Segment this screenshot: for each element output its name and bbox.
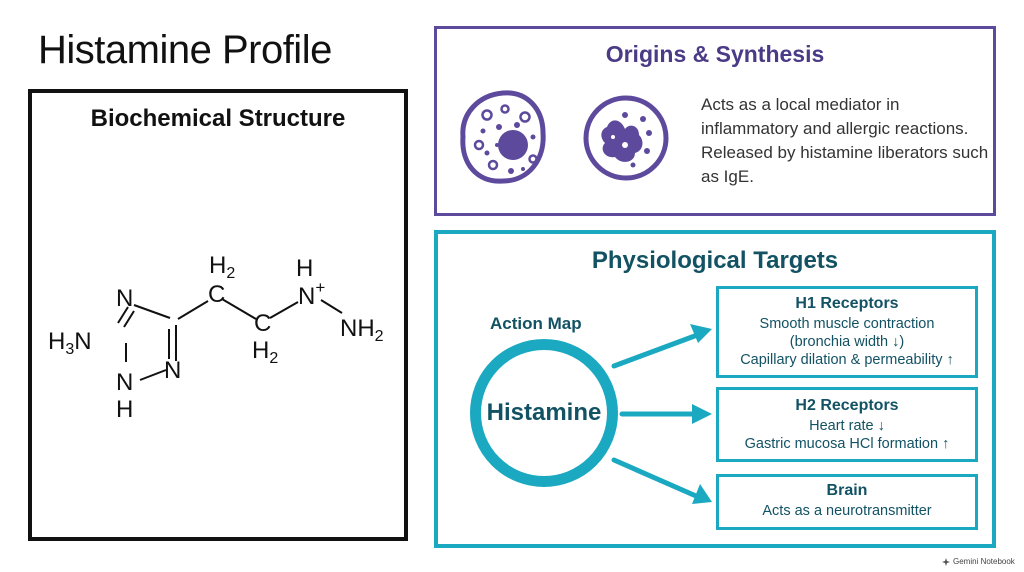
mast-cell-icon [460, 90, 546, 184]
origins-title: Origins & Synthesis [605, 41, 825, 67]
h2-line: Gastric mucosa HCl formation ↑ [744, 436, 950, 452]
brain-box: Brain Acts as a neurotransmitter [716, 474, 978, 530]
h2-line: Heart rate ↓ [809, 418, 885, 434]
arrow-head-h1 [690, 324, 712, 343]
histamine-molecule-diagram: H2 C C H2 H N+ NH2 N H3N N N H [48, 252, 384, 423]
bond-n4-n3 [139, 369, 167, 381]
structure-title: Biochemical Structure [90, 105, 346, 132]
targets-title: Physiological Targets [591, 247, 839, 274]
h2-receptors-box: H2 Receptors Heart rate ↓ Gastric mucosa… [716, 387, 978, 462]
atom-h-top: H [296, 255, 313, 282]
bond-n1-c5 [133, 304, 171, 319]
atom-h2-bottom: H2 [252, 337, 278, 367]
bond-n2-n1-double [123, 310, 135, 328]
atom-n-ring-top: N [116, 285, 133, 312]
brain-line: Acts as a neurotransmitter [762, 503, 932, 519]
arrow-head-brain [692, 484, 712, 504]
page-title: Histamine Profile [38, 28, 332, 72]
atom-nh-n: N [116, 369, 133, 396]
watermark-text: Gemini Notebook [953, 557, 1015, 566]
basophil-icon [583, 95, 669, 181]
atom-h2-top: H2 [209, 252, 235, 282]
atom-c-bottom: C [254, 310, 271, 337]
atom-h3n: H3N [48, 328, 92, 358]
targets-panel: Physiological Targets Action Map Histami… [434, 230, 996, 548]
atom-c-top: C [208, 281, 225, 308]
h1-receptors-title: H1 Receptors [795, 295, 899, 312]
action-arrows [611, 324, 712, 504]
watermark: Gemini Notebook [942, 557, 1015, 566]
h2-receptors-title: H2 Receptors [795, 397, 899, 414]
h1-receptors-box: H1 Receptors Smooth muscle contraction (… [716, 286, 978, 378]
histamine-hub-circle [470, 339, 618, 487]
atom-n-ring-bottom: N [164, 357, 181, 384]
arrow-head-h2 [692, 404, 712, 424]
action-map-label: Action Map [490, 314, 582, 333]
h1-line: (bronchia width ↓) [789, 334, 905, 350]
sparkle-icon [942, 557, 950, 566]
bond-n2-n1 [117, 306, 129, 324]
bond-nplus-nh2 [320, 299, 343, 314]
arrow-to-brain [611, 457, 699, 499]
arrow-to-h1 [611, 331, 703, 369]
atom-nh-h: H [116, 396, 133, 423]
h1-line: Smooth muscle contraction [759, 316, 935, 332]
bond-ch2-nplus [269, 301, 299, 319]
bond-c5-ch2 [177, 300, 209, 320]
h1-line: Capillary dilation & permeability ↑ [740, 352, 954, 368]
origins-panel: Origins & Synthesis Acts as a local medi… [434, 26, 996, 216]
brain-title: Brain [826, 482, 868, 499]
atom-nh2: NH2 [340, 315, 384, 345]
bond-ch2-ch2 [221, 298, 257, 320]
histamine-hub-label: Histamine [486, 399, 602, 426]
atom-n-plus: N+ [298, 278, 325, 310]
origins-description: Acts as a local mediator in inflammatory… [701, 95, 989, 186]
structure-panel: Biochemical Structure H2 C C H2 H N+ NH2… [28, 89, 408, 541]
